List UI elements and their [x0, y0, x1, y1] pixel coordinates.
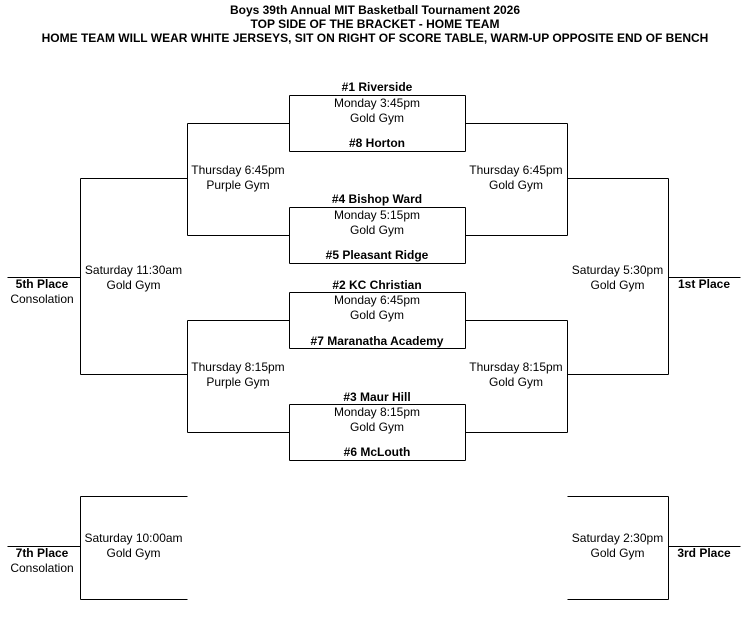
bracket-consolation-bottom — [187, 320, 290, 433]
team-pleasant-ridge: #5 Pleasant Ridge — [325, 248, 429, 262]
game-fifth-place-gym: Gold Gym — [106, 278, 161, 292]
game-3-gym: Gold Gym — [349, 308, 404, 322]
fifth-place-label-block: 5th Place Consolation — [4, 277, 80, 307]
game-semifinal-top-gym: Gold Gym — [488, 178, 543, 192]
first-place-label: 1st Place — [677, 277, 731, 291]
game-semifinal-bottom-time: Thursday 8:15pm — [469, 360, 563, 374]
team-bishop-ward: #4 Bishop Ward — [331, 192, 423, 206]
game-final-info: Saturday 5:30pm Gold Gym — [567, 263, 668, 293]
third-place-label-block: 3rd Place — [668, 546, 740, 561]
game-2-gym: Gold Gym — [349, 223, 404, 237]
home-team-instructions: HOME TEAM WILL WEAR WHITE JERSEYS, SIT O… — [41, 31, 709, 45]
game-third-place-gym: Gold Gym — [590, 546, 645, 560]
third-place-label: 3rd Place — [677, 546, 731, 560]
page-subtitle: TOP SIDE OF THE BRACKET - HOME TEAM — [250, 17, 500, 31]
game-4-info: Monday 8:15pm Gold Gym — [289, 405, 465, 435]
game-consolation-top-gym: Purple Gym — [206, 178, 270, 192]
game-2-time: Monday 5:15pm — [333, 208, 421, 222]
game-1-time: Monday 3:45pm — [333, 96, 421, 110]
seventh-place-label: 7th Place — [15, 546, 69, 560]
game-semifinal-top-info: Thursday 6:45pm Gold Gym — [465, 163, 567, 193]
seventh-place-sub: Consolation — [10, 561, 74, 575]
bracket-semifinal-top — [465, 123, 568, 236]
bracket-consolation-top — [187, 123, 290, 236]
bracket-final — [567, 178, 669, 375]
game-consolation-top-time: Thursday 6:45pm — [191, 163, 285, 177]
game-consolation-top-info: Thursday 6:45pm Purple Gym — [187, 163, 289, 193]
game-3-info: Monday 6:45pm Gold Gym — [289, 293, 465, 323]
game-final-gym: Gold Gym — [590, 278, 645, 292]
team-horton: #8 Horton — [348, 136, 405, 150]
first-place-label-block: 1st Place — [668, 277, 740, 292]
bracket-seventh-place — [80, 496, 188, 600]
game-1-gym: Gold Gym — [349, 111, 404, 125]
fifth-place-label: 5th Place — [15, 277, 69, 291]
game-1-info: Monday 3:45pm Gold Gym — [289, 96, 465, 126]
game-seventh-place-gym: Gold Gym — [106, 546, 161, 560]
team-maranatha-academy: #7 Maranatha Academy — [310, 334, 444, 348]
game-semifinal-top-time: Thursday 6:45pm — [469, 163, 563, 177]
fifth-place-sub: Consolation — [10, 292, 74, 306]
game-consolation-bottom-gym: Purple Gym — [206, 375, 270, 389]
game-seventh-place-time: Saturday 10:00am — [84, 531, 183, 545]
game-final-time: Saturday 5:30pm — [571, 263, 664, 277]
game-seventh-place-info: Saturday 10:00am Gold Gym — [80, 531, 187, 561]
game-third-place-info: Saturday 2:30pm Gold Gym — [567, 531, 668, 561]
game-consolation-bottom-info: Thursday 8:15pm Purple Gym — [187, 360, 289, 390]
game-semifinal-bottom-info: Thursday 8:15pm Gold Gym — [465, 360, 567, 390]
game-3-time: Monday 6:45pm — [333, 293, 421, 307]
game-third-place-time: Saturday 2:30pm — [571, 531, 664, 545]
seventh-place-label-block: 7th Place Consolation — [4, 546, 80, 576]
team-mclouth: #6 McLouth — [343, 445, 411, 459]
game-2-info: Monday 5:15pm Gold Gym — [289, 208, 465, 238]
game-4-gym: Gold Gym — [349, 420, 404, 434]
bracket-semifinal-bottom — [465, 320, 568, 433]
page-title: Boys 39th Annual MIT Basketball Tourname… — [229, 3, 521, 17]
team-kc-christian: #2 KC Christian — [332, 278, 422, 292]
team-maur-hill: #3 Maur Hill — [343, 390, 411, 404]
bracket-third-place — [567, 496, 669, 600]
game-consolation-bottom-time: Thursday 8:15pm — [191, 360, 285, 374]
game-fifth-place-time: Saturday 11:30am — [84, 263, 183, 277]
game-fifth-place-info: Saturday 11:30am Gold Gym — [80, 263, 187, 293]
game-4-time: Monday 8:15pm — [333, 405, 421, 419]
bracket-fifth-place — [80, 178, 188, 375]
game-semifinal-bottom-gym: Gold Gym — [488, 375, 543, 389]
team-riverside: #1 Riverside — [341, 80, 413, 94]
